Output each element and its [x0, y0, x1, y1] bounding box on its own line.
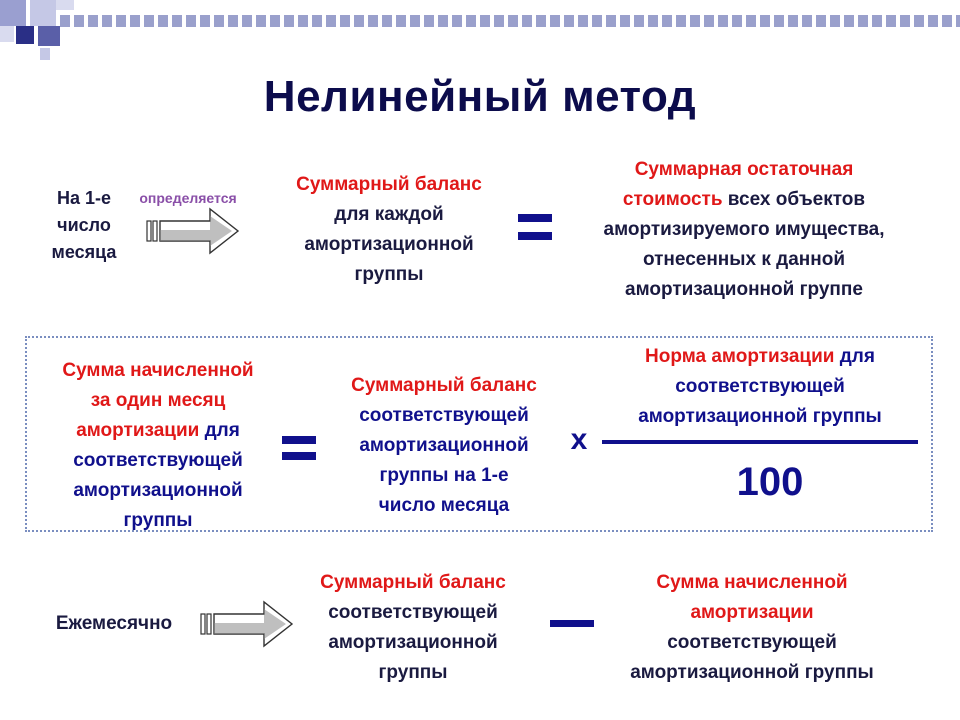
row1-middle-text: Суммарный баланс для каждой амортизационно… — [258, 170, 520, 290]
text-line: Суммарный баланс — [258, 170, 520, 200]
row1-left-text: На 1-е число месяца — [51, 188, 117, 262]
text-line: отнесенных к данной — [558, 245, 930, 275]
text-segment: Сумма начисленной — [62, 360, 254, 381]
formula-box — [25, 336, 933, 532]
text-line: соответствующей — [316, 401, 572, 431]
row3-middle-text: Суммарный баланс соответствующей амортизац… — [282, 568, 544, 688]
text-segment: амортизации — [76, 420, 200, 441]
text-segment: группы — [123, 510, 193, 531]
text-segment: соответствующей — [667, 632, 837, 653]
arrow-label: определяется — [139, 190, 237, 206]
text-line: для каждой — [258, 200, 520, 230]
text-segment: для каждой — [334, 204, 444, 225]
text-segment: Суммарный баланс — [296, 174, 482, 195]
text-line: соответствующей — [590, 372, 930, 402]
text-line: амортизационной — [316, 431, 572, 461]
text-segment: Норма амортизации — [645, 346, 835, 367]
arrow-right-icon — [146, 207, 240, 255]
text-segment: амортизационной — [328, 632, 498, 653]
text-line: амортизируемого имущества, — [558, 215, 930, 245]
text-line: Суммарный баланс — [282, 568, 544, 598]
text-segment: соответствующей — [328, 602, 498, 623]
text-line: группы — [30, 506, 286, 536]
text-line: соответствующей — [590, 628, 914, 658]
text-segment: амортизационной группы — [638, 406, 882, 427]
text-segment: за один месяц — [90, 390, 226, 411]
fraction-denominator: 100 — [736, 460, 804, 504]
text-segment: амортизационной — [73, 480, 243, 501]
text-line: соответствующей — [30, 446, 286, 476]
text-line: Сумма начисленной — [30, 356, 286, 386]
text-segment: для — [199, 420, 240, 441]
text-line: соответствующей — [282, 598, 544, 628]
text-segment: соответствующей — [675, 376, 845, 397]
text-segment: амортизационной группе — [625, 279, 863, 300]
text-segment: амортизируемого имущества, — [603, 219, 885, 240]
text-segment: для — [834, 346, 875, 367]
multiply-sign: x — [570, 423, 588, 456]
row3-right-text: Сумма начисленной амортизации соответствую… — [590, 568, 914, 688]
text-line: Сумма начисленной — [590, 568, 914, 598]
text-line: стоимость всех объектов — [558, 185, 930, 215]
row2-left-text: Сумма начисленной за один месяц амортизаци… — [30, 356, 286, 536]
text-line: амортизационной — [30, 476, 286, 506]
row1-right-text: Суммарная остаточная стоимость всех объек… — [558, 155, 930, 305]
text-segment: число месяца — [378, 495, 510, 516]
text-segment: соответствующей — [359, 405, 529, 426]
text-line: амортизационной — [282, 628, 544, 658]
text-line: Суммарная остаточная — [558, 155, 930, 185]
minus-sign — [550, 620, 594, 627]
text-segment: амортизационной — [359, 435, 529, 456]
text-segment: амортизационной группы — [630, 662, 874, 683]
text-segment: амортизации — [690, 602, 814, 623]
text-segment: Суммарная остаточная — [634, 159, 854, 180]
fraction-line — [602, 440, 918, 444]
text-segment: группы на 1-е — [379, 465, 509, 486]
text-line: амортизационной группы — [590, 402, 930, 432]
text-line: группы — [282, 658, 544, 688]
arrow-right-icon — [200, 600, 294, 648]
row3-left-text: Ежемесячно — [55, 613, 173, 634]
text-line: Суммарный баланс — [316, 371, 572, 401]
text-segment: Суммарный баланс — [351, 375, 537, 396]
text-line: Норма амортизации для — [590, 342, 930, 372]
text-segment: Сумма начисленной — [656, 572, 848, 593]
fraction-numerator: Норма амортизации для соответствующей амор… — [590, 342, 930, 432]
text-line: амортизационной — [258, 230, 520, 260]
equals-sign-2 — [282, 436, 316, 460]
text-segment: амортизационной — [304, 234, 474, 255]
text-segment: всех объектов — [722, 189, 866, 210]
text-line: амортизационной группы — [590, 658, 914, 688]
text-line: группы на 1-е — [316, 461, 572, 491]
text-segment: стоимость — [622, 189, 723, 210]
page-title: Нелинейный метод — [263, 72, 697, 121]
text-line: группы — [258, 260, 520, 290]
equals-sign-1 — [518, 214, 552, 242]
text-segment: группы — [378, 662, 448, 683]
text-line: амортизации для — [30, 416, 286, 446]
row2-middle-text: Суммарный баланс соответствующей амортизац… — [316, 371, 572, 521]
text-segment: соответствующей — [73, 450, 243, 471]
text-line: амортизационной группе — [558, 275, 930, 305]
text-line: число месяца — [316, 491, 572, 521]
text-segment: Суммарный баланс — [320, 572, 506, 593]
text-segment: отнесенных к данной — [642, 249, 846, 270]
text-segment: группы — [354, 264, 424, 285]
text-line: за один месяц — [30, 386, 286, 416]
header-strip — [60, 15, 960, 27]
text-line: амортизации — [590, 598, 914, 628]
